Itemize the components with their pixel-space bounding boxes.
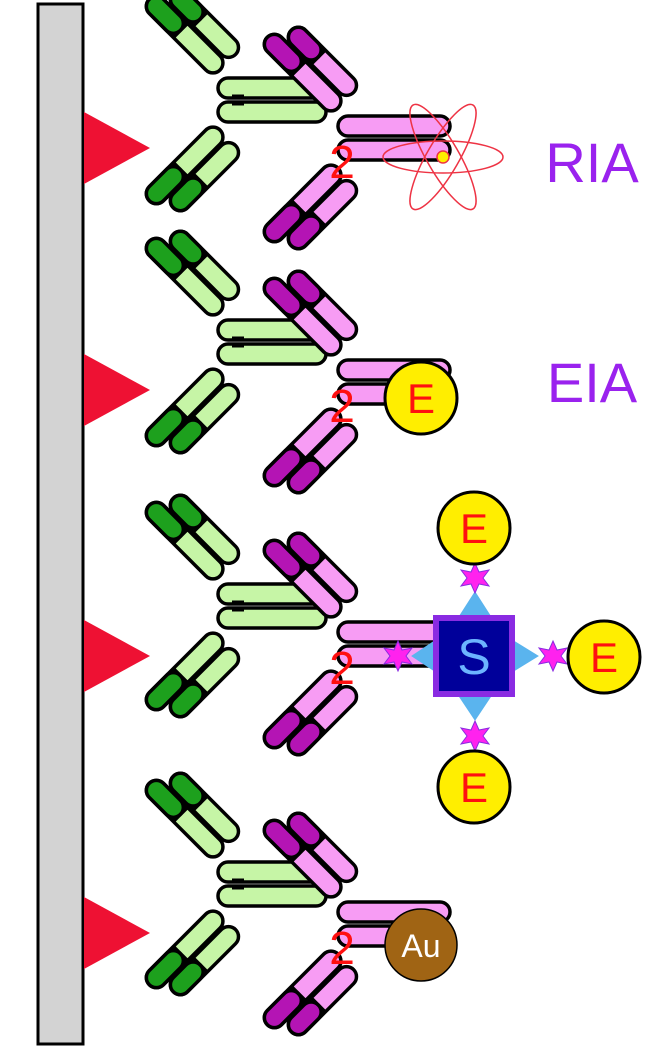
enzyme-circle-icon: E bbox=[436, 490, 512, 566]
biotin-star-icon bbox=[460, 562, 490, 594]
panel-streptavidin-biotin: 2 S E E bbox=[84, 480, 642, 825]
enzyme-label: E bbox=[590, 634, 618, 681]
panel-gold: 2 Au bbox=[84, 758, 458, 1050]
secondary-antibody-icon bbox=[258, 518, 452, 770]
panel-eia: 2 E EIA bbox=[84, 216, 638, 508]
gold-particle-icon: Au bbox=[384, 908, 458, 982]
enzyme-circle-icon: E bbox=[436, 749, 512, 825]
primary-antibody-icon bbox=[140, 758, 328, 1010]
antigen-triangle-icon bbox=[84, 897, 150, 969]
antigen-triangle-icon bbox=[84, 112, 150, 184]
secondary-antibody-label: 2 bbox=[329, 380, 355, 432]
secondary-antibody-label: 2 bbox=[329, 642, 355, 694]
solid-phase-surface-icon bbox=[36, 2, 85, 1046]
arrow-up-icon bbox=[458, 591, 492, 618]
method-label-eia: EIA bbox=[547, 351, 638, 414]
biotin-star-icon bbox=[538, 640, 568, 672]
streptavidin-label: S bbox=[457, 629, 490, 685]
arrow-down-icon bbox=[458, 695, 492, 721]
enzyme-circle-icon: E bbox=[383, 360, 459, 436]
primary-antibody-icon bbox=[140, 216, 328, 468]
biotin-star-icon bbox=[460, 720, 490, 752]
arrow-right-icon bbox=[511, 639, 539, 673]
method-label-ria: RIA bbox=[545, 131, 639, 194]
secondary-antibody-icon bbox=[258, 12, 452, 264]
antigen-triangle-icon bbox=[84, 620, 150, 692]
panel-ria: 2 RIA bbox=[84, 0, 639, 264]
gold-label: Au bbox=[401, 928, 440, 964]
secondary-antibody-label: 2 bbox=[329, 136, 355, 188]
secondary-antibody-label: 2 bbox=[329, 922, 355, 974]
enzyme-label: E bbox=[407, 375, 435, 422]
antigen-triangle-icon bbox=[84, 354, 150, 426]
enzyme-label: E bbox=[460, 764, 488, 811]
primary-antibody-icon bbox=[140, 480, 328, 732]
enzyme-label: E bbox=[460, 505, 488, 552]
streptavidin-square-icon: S bbox=[433, 615, 515, 697]
enzyme-circle-icon: E bbox=[566, 619, 642, 695]
